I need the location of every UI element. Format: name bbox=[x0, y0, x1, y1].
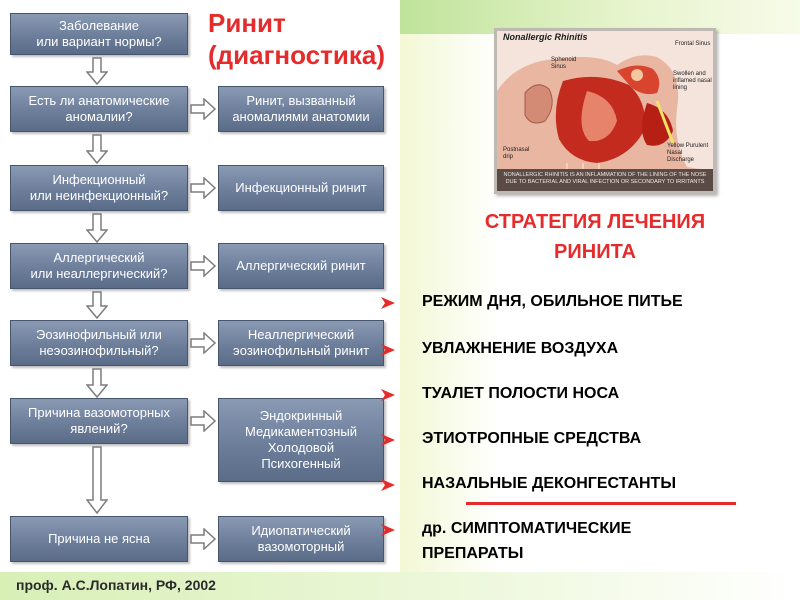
flow-box-text: Холодовой bbox=[267, 440, 335, 455]
illustration-label-sphenoid: Sphenoid Sinus bbox=[551, 57, 577, 70]
flow-box-text: Неаллергический bbox=[247, 327, 355, 342]
slide-title: Ринит bbox=[208, 8, 286, 38]
flow-box-text: Аллергический bbox=[53, 250, 145, 265]
flow-box-infectious: Инфекционный или неинфекционный? bbox=[10, 165, 188, 211]
red-chevron-arrow-icon bbox=[381, 524, 395, 536]
flow-box-text: Медикаментозный bbox=[245, 424, 357, 439]
strategy-item-symptomatic: др. СИМПТОМАТИЧЕСКИЕ bbox=[422, 520, 632, 537]
red-chevron-arrow-icon bbox=[381, 297, 395, 309]
strategy-item-decongestants: НАЗАЛЬНЫЕ ДЕКОНГЕСТАНТЫ bbox=[422, 475, 676, 492]
illustration-caption: NONALLERGIC RHINITIS IS AN INFLAMMATION … bbox=[497, 169, 713, 191]
flow-box-text: Инфекционный ринит bbox=[235, 180, 367, 195]
flow-box-text: вазомоторный bbox=[257, 539, 345, 554]
red-chevron-arrow-icon bbox=[381, 479, 395, 491]
nasal-anatomy-drawing bbox=[497, 55, 713, 191]
strategy-item-nasal-toilet: ТУАЛЕТ ПОЛОСТИ НОСА bbox=[422, 385, 620, 402]
hollow-down-arrow-icon bbox=[86, 134, 108, 164]
flow-box-allergic-rhinitis: Аллергический ринит bbox=[218, 243, 384, 289]
flow-box-allergic: Аллергический или неаллергический? bbox=[10, 243, 188, 289]
flow-box-text: эозинофильный ринит bbox=[232, 343, 370, 358]
illustration-label-swollen: Swollen and inflamed nasal lining bbox=[673, 71, 712, 91]
illustration-label-yellow: Yellow Purulent Nasal Discharge bbox=[667, 143, 709, 163]
bottom-decor-band bbox=[0, 572, 800, 600]
flow-box-text: Ринит, вызванный bbox=[246, 93, 356, 108]
hollow-right-arrow-icon bbox=[190, 332, 216, 354]
illustration-label-frontal: Frontal Sinus bbox=[675, 41, 711, 47]
hollow-down-arrow-icon bbox=[86, 213, 108, 243]
hollow-right-arrow-icon bbox=[190, 98, 216, 120]
hollow-down-arrow-icon bbox=[86, 446, 108, 514]
flow-box-text: явлений? bbox=[70, 421, 128, 436]
strategy-item-etiotropic: ЭТИОТРОПНЫЕ СРЕДСТВА bbox=[422, 430, 642, 447]
hollow-right-arrow-icon bbox=[190, 255, 216, 277]
flow-box-anatomic-anomalies: Есть ли анатомические аномалии? bbox=[10, 86, 188, 132]
flow-box-disease-or-norm: Заболевание или вариант нормы? bbox=[10, 13, 188, 55]
hollow-down-arrow-icon bbox=[86, 57, 108, 85]
strategy-item-regimen: РЕЖИМ ДНЯ, ОБИЛЬНОЕ ПИТЬЕ bbox=[422, 293, 683, 310]
flow-box-eosinophilic-rhinitis: Неаллергический эозинофильный ринит bbox=[218, 320, 384, 366]
flow-box-vasomotor-cause: Причина вазомоторных явлений? bbox=[10, 398, 188, 444]
flow-box-vasomotor-types: Эндокринный Медикаментозный Холодовой Пс… bbox=[218, 398, 384, 482]
flow-box-infectious-rhinitis: Инфекционный ринит bbox=[218, 165, 384, 211]
flow-box-text: Причина не ясна bbox=[48, 531, 150, 546]
illustration-label-postnasal: Postnasal drip bbox=[503, 147, 530, 160]
flow-box-text: неэозинофильный? bbox=[39, 343, 159, 358]
flow-box-text: Причина вазомоторных bbox=[28, 405, 170, 420]
flow-box-cause-unclear: Причина не ясна bbox=[10, 516, 188, 562]
flow-box-text: Заболевание bbox=[59, 18, 139, 33]
strategy-title-second-line: РИНИТА bbox=[554, 241, 636, 263]
flow-box-anatomic-rhinitis: Ринит, вызванный аномалиями анатомии bbox=[218, 86, 384, 132]
strategy-item-humidification: УВЛАЖНЕНИЕ ВОЗДУХА bbox=[422, 340, 619, 357]
flow-box-text: или неинфекционный? bbox=[29, 188, 169, 203]
flow-box-idiopathic: Идиопатический вазомоторный bbox=[218, 516, 384, 562]
flow-box-text: Аллергический ринит bbox=[236, 258, 366, 273]
flow-box-text: Есть ли анатомические bbox=[28, 93, 170, 108]
flow-box-text: аномалии? bbox=[65, 109, 133, 124]
flow-box-eosinophilic: Эозинофильный или неэозинофильный? bbox=[10, 320, 188, 366]
hollow-right-arrow-icon bbox=[190, 528, 216, 550]
flow-box-text: Инфекционный bbox=[52, 172, 146, 187]
hollow-down-arrow-icon bbox=[86, 291, 108, 319]
decongestants-underline bbox=[466, 502, 736, 505]
flow-box-text: или неаллергический? bbox=[30, 266, 168, 281]
red-chevron-arrow-icon bbox=[381, 389, 395, 401]
red-chevron-arrow-icon bbox=[381, 344, 395, 356]
hollow-right-arrow-icon bbox=[190, 177, 216, 199]
nasal-anatomy-illustration: Nonallergic Rhinitis Frontal Sinus Sphen… bbox=[494, 28, 716, 194]
flow-box-text: Идиопатический bbox=[251, 523, 351, 538]
strategy-item-symptomatic-continued: ПРЕПАРАТЫ bbox=[422, 545, 524, 562]
hollow-down-arrow-icon bbox=[86, 368, 108, 398]
red-chevron-arrow-icon bbox=[381, 434, 395, 446]
flow-box-text: Эндокринный bbox=[259, 408, 343, 423]
strategy-title: СТРАТЕГИЯ ЛЕЧЕНИЯ bbox=[484, 211, 706, 233]
flow-box-text: или вариант нормы? bbox=[36, 34, 162, 49]
author-credit: проф. А.С.Лопатин, РФ, 2002 bbox=[16, 577, 216, 593]
slide-subtitle: (диагностика) bbox=[208, 40, 385, 70]
hollow-right-arrow-icon bbox=[190, 410, 216, 432]
flow-box-text: Психогенный bbox=[261, 456, 341, 471]
illustration-title: Nonallergic Rhinitis bbox=[503, 32, 588, 42]
flow-box-text: Эозинофильный или bbox=[36, 327, 162, 342]
flow-box-text: аномалиями анатомии bbox=[232, 109, 370, 124]
